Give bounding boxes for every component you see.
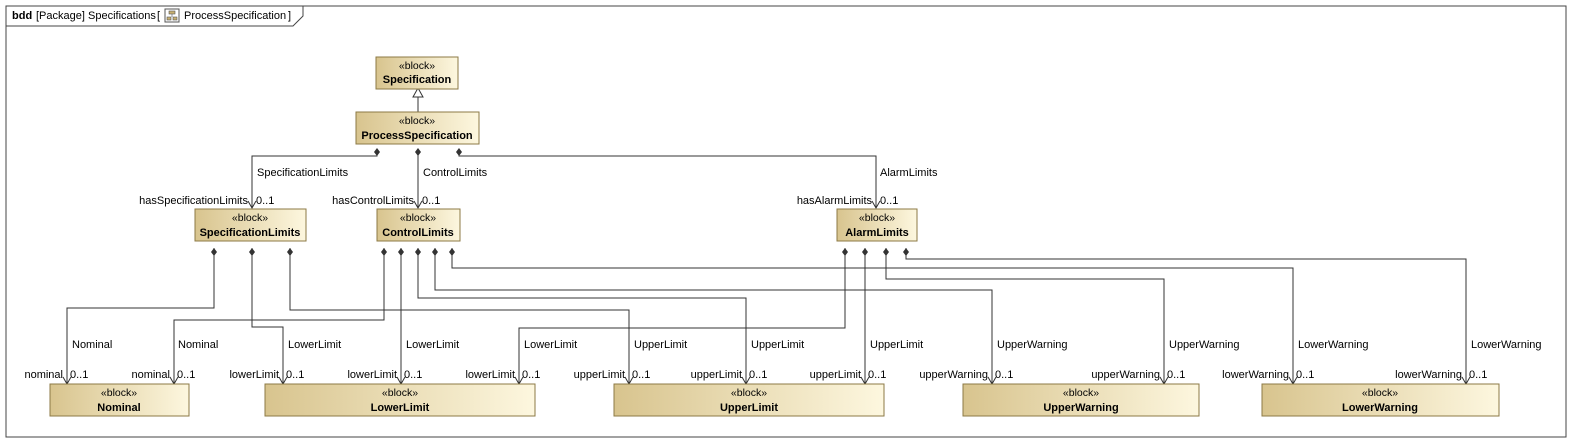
frame-kind: bdd [12,10,32,22]
block-nominal[interactable]: «block» Nominal [49,383,190,417]
frame-package: [Package] [36,10,85,22]
block-stereotype: «block» [1362,387,1398,399]
role-upper-limit: upperLimit [574,369,625,381]
block-name: UpperLimit [720,402,778,414]
assoc-label-nominal: Nominal [72,339,112,351]
connectors [62,86,1471,386]
frame-open-bracket: [ [157,10,160,22]
block-stereotype: «block» [399,60,435,72]
block-name: ControlLimits [382,227,454,239]
block-specification[interactable]: «block» Specification [375,56,459,90]
block-name: AlarmLimits [845,227,909,239]
block-process-specification[interactable]: «block» ProcessSpecification [355,111,480,145]
frame-name: Specifications [88,10,156,22]
role-upper-warning: upperWarning [1091,369,1160,381]
multiplicity: 0..1 [422,195,440,207]
multiplicity: 0..1 [749,369,767,381]
multiplicity: 0..1 [1167,369,1185,381]
assoc-label-upper-limit: UpperLimit [751,339,804,351]
assoc-label-upper-warning: UpperWarning [997,339,1068,351]
assoc-label-lower-limit: LowerLimit [288,339,341,351]
block-name: Nominal [97,402,140,414]
block-stereotype: «block» [400,212,436,224]
block-control-limits[interactable]: «block» ControlLimits [376,208,461,242]
role-upper-limit: upperLimit [810,369,861,381]
multiplicity: 0..1 [1469,369,1487,381]
multiplicity: 0..1 [177,369,195,381]
multiplicity: 0..1 [632,369,650,381]
assoc-label-lower-limit: LowerLimit [524,339,577,351]
block-upper-warning[interactable]: «block» UpperWarning [962,383,1200,417]
role-lower-limit: lowerLimit [465,369,515,381]
generalization-arrow [412,86,424,98]
block-name: Specification [383,74,452,86]
multiplicity: 0..1 [1296,369,1314,381]
assoc-label-upper-limit: UpperLimit [634,339,687,351]
multiplicity: 0..1 [286,369,304,381]
block-stereotype: «block» [859,212,895,224]
frame-header-tab [6,6,304,27]
role-has-control-limits: hasControlLimits [332,195,414,207]
block-upper-limit[interactable]: «block» UpperLimit [613,383,885,417]
block-stereotype: «block» [399,115,435,127]
block-stereotype: «block» [382,387,418,399]
diagram-type-icon [164,8,180,23]
role-lower-warning: lowerWarning [1222,369,1289,381]
role-nominal: nominal [24,369,63,381]
role-lower-limit: lowerLimit [347,369,397,381]
assoc-label-alarm-limits: AlarmLimits [880,167,938,179]
block-lower-warning[interactable]: «block» LowerWarning [1261,383,1500,417]
assoc-label-nominal: Nominal [178,339,218,351]
assoc-label-lower-warning: LowerWarning [1298,339,1369,351]
assoc-label-upper-warning: UpperWarning [1169,339,1240,351]
block-alarm-limits[interactable]: «block» AlarmLimits [836,208,918,242]
block-name: LowerWarning [1342,402,1418,414]
assoc-label-lower-limit: LowerLimit [406,339,459,351]
block-name: SpecificationLimits [200,227,301,239]
block-stereotype: «block» [731,387,767,399]
role-nominal: nominal [131,369,170,381]
block-stereotype: «block» [101,387,137,399]
frame-diagram-name: ProcessSpecification [184,10,286,22]
assoc-label-specification-limits: SpecificationLimits [257,167,349,179]
role-upper-limit: upperLimit [691,369,742,381]
multiplicity: 0..1 [404,369,422,381]
multiplicity: 0..1 [70,369,88,381]
block-stereotype: «block» [1063,387,1099,399]
assoc-label-upper-limit: UpperLimit [870,339,923,351]
multiplicity: 0..1 [522,369,540,381]
role-has-specification-limits: hasSpecificationLimits [139,195,248,207]
role-has-alarm-limits: hasAlarmLimits [797,195,873,207]
block-name: ProcessSpecification [361,130,473,142]
multiplicity: 0..1 [256,195,274,207]
role-upper-warning: upperWarning [919,369,988,381]
multiplicity: 0..1 [995,369,1013,381]
block-name: UpperWarning [1043,402,1118,414]
block-name: LowerLimit [371,402,430,414]
block-lower-limit[interactable]: «block» LowerLimit [264,383,536,417]
role-lower-limit: lowerLimit [229,369,279,381]
block-specification-limits[interactable]: «block» SpecificationLimits [194,208,307,242]
block-stereotype: «block» [232,212,268,224]
role-lower-warning: lowerWarning [1395,369,1462,381]
multiplicity: 0..1 [868,369,886,381]
assoc-label-control-limits: ControlLimits [423,167,488,179]
multiplicity: 0..1 [880,195,898,207]
frame-close-bracket: ] [288,10,291,22]
assoc-label-lower-warning: LowerWarning [1471,339,1542,351]
